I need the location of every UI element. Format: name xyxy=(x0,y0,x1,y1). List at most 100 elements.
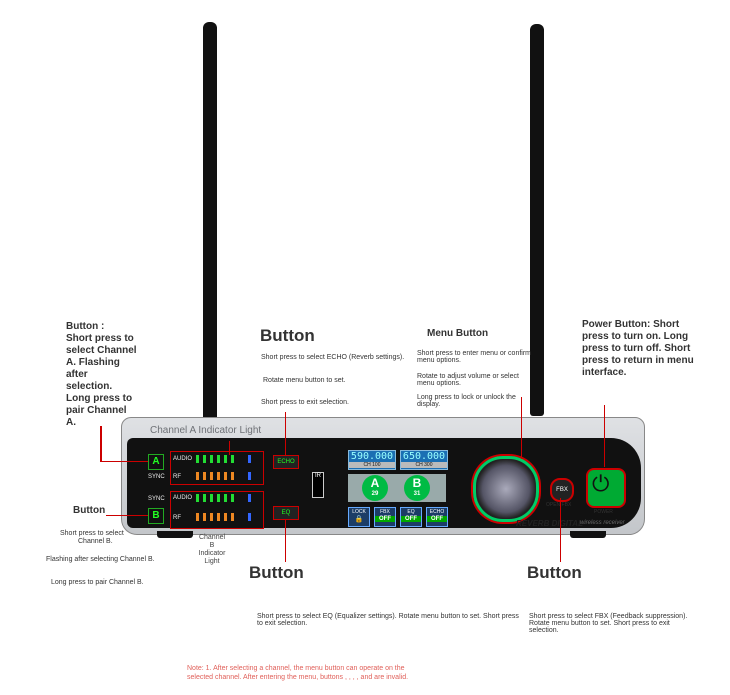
vol-b-letter: B xyxy=(412,476,422,490)
level-bar xyxy=(210,455,213,463)
freq-b: 650.000 xyxy=(402,451,446,462)
echo-line-3: Short press to exit selection. xyxy=(261,399,349,406)
lcd-freq-a: 590.000 CH 100 xyxy=(348,450,396,470)
power-line: Power Button: Short xyxy=(582,319,680,330)
eq-desc: Short press to select EQ (Equalizer sett… xyxy=(257,613,519,627)
ch-b-number: CH 300 xyxy=(401,462,447,468)
echo-heading: Button xyxy=(260,326,315,345)
channel-b-meters xyxy=(170,491,264,529)
annotation-line: Short press to xyxy=(66,333,134,344)
level-bar xyxy=(248,494,251,502)
channel-a-button[interactable]: A xyxy=(148,454,164,470)
brand-name: REVERB DIGITAL xyxy=(516,519,583,528)
menu-line-2: Rotate to adjust volume or select menu o… xyxy=(417,373,519,387)
channel-b-button[interactable]: B xyxy=(148,508,164,524)
power-line: interface. xyxy=(582,367,627,378)
callout-line xyxy=(106,515,148,516)
fbx-status: FBX OFF xyxy=(374,507,396,527)
volume-a-circle: A 29 xyxy=(362,475,388,501)
power-button[interactable] xyxy=(586,468,626,508)
sync-label-b: SYNC xyxy=(148,496,165,502)
callout-line xyxy=(100,426,102,462)
eq-heading: Button xyxy=(249,563,304,582)
fbx-status-value: OFF xyxy=(375,516,395,522)
eq-status: EQ OFF xyxy=(400,507,422,527)
fbx-button[interactable]: FBX xyxy=(550,478,574,502)
fbx-status-label: FBX xyxy=(380,509,390,515)
rf-bar xyxy=(210,513,213,521)
rf-bar xyxy=(231,472,234,480)
volume-b-circle: B 31 xyxy=(404,475,430,501)
annotation-title: Button : xyxy=(66,321,105,332)
rf-bar xyxy=(248,472,251,480)
power-line: press to return in menu xyxy=(582,355,694,366)
rf-label-a: RF xyxy=(173,474,181,480)
fbx-heading: Button xyxy=(527,563,582,582)
level-bar xyxy=(217,455,220,463)
audio-label-b: AUDIO xyxy=(173,495,193,501)
vol-a-letter: A xyxy=(370,476,380,490)
echo-line-1: Short press to select ECHO (Reverb setti… xyxy=(261,354,405,361)
menu-knob[interactable] xyxy=(473,456,539,522)
ch-a-number: CH 100 xyxy=(349,462,395,468)
indicator-line: Light xyxy=(204,558,220,565)
power-line: press to turn off. Short xyxy=(582,343,691,354)
power-annotation: Power Button: Short press to turn on. Lo… xyxy=(582,319,694,379)
echo-line-2: Rotate menu button to set. xyxy=(263,377,346,384)
level-bar xyxy=(231,494,234,502)
rf-bar xyxy=(217,513,220,521)
fbx-desc: Short press to select FBX (Feedback supp… xyxy=(529,613,688,634)
lock-label: LOCK xyxy=(352,509,366,515)
channel-a-indicator-label: Channel A Indicator Light xyxy=(150,425,262,436)
eq-status-value: OFF xyxy=(401,516,421,522)
callout-line xyxy=(604,405,605,467)
power-label: POWER xyxy=(594,509,613,515)
foot-right xyxy=(570,531,606,538)
lock-status: LOCK 🔒 xyxy=(348,507,370,527)
vol-a-value: 29 xyxy=(371,491,379,497)
level-bar xyxy=(224,455,227,463)
callout-line xyxy=(229,441,230,455)
power-icon: ⏻ xyxy=(592,471,610,496)
level-bar xyxy=(210,494,213,502)
indicator-line: Channel B xyxy=(198,534,226,549)
b-line-3: Long press to pair Channel B. xyxy=(51,579,144,586)
callout-line xyxy=(560,498,561,562)
echo-status: ECHO OFF xyxy=(426,507,448,527)
left-antenna xyxy=(203,22,217,422)
vol-b-value: 31 xyxy=(413,491,421,497)
rf-bar xyxy=(248,513,251,521)
indicator-line: Indicator xyxy=(198,550,226,557)
b-line-1b: Channel B. xyxy=(78,538,113,545)
b-heading: Button xyxy=(73,505,106,516)
callout-line xyxy=(521,397,522,459)
level-bar xyxy=(203,494,206,502)
callout-line xyxy=(285,519,286,562)
b-line-1: Short press to select xyxy=(60,530,124,537)
annotation-line: A. Flashing xyxy=(66,357,120,368)
ir-receiver: IR xyxy=(312,472,324,498)
level-bar xyxy=(196,455,199,463)
right-antenna xyxy=(530,24,544,416)
menu-heading: Menu Button xyxy=(427,328,489,339)
annotation-line: after xyxy=(66,369,88,380)
annotation-line: selection. xyxy=(66,381,113,392)
foot-left xyxy=(157,531,193,538)
open-fbx-label: OPEN FBX xyxy=(546,502,572,508)
rf-bar xyxy=(210,472,213,480)
level-bar xyxy=(231,455,234,463)
level-bar xyxy=(248,455,251,463)
sync-label-a: SYNC xyxy=(148,474,165,480)
note-line-2: selected channel. After entering the men… xyxy=(187,674,409,681)
rf-bar xyxy=(224,513,227,521)
rf-bar xyxy=(203,513,206,521)
annotation-line: Long press to xyxy=(66,393,133,404)
annotation-line: pair Channel xyxy=(66,405,127,416)
echo-button[interactable]: ECHO xyxy=(273,455,299,469)
eq-button[interactable]: EQ xyxy=(273,506,299,520)
level-bar xyxy=(196,494,199,502)
lcd-freq-b: 650.000 CH 300 xyxy=(400,450,448,470)
echo-status-value: OFF xyxy=(427,516,447,522)
audio-label-a: AUDIO xyxy=(173,456,193,462)
rf-bar xyxy=(196,513,199,521)
